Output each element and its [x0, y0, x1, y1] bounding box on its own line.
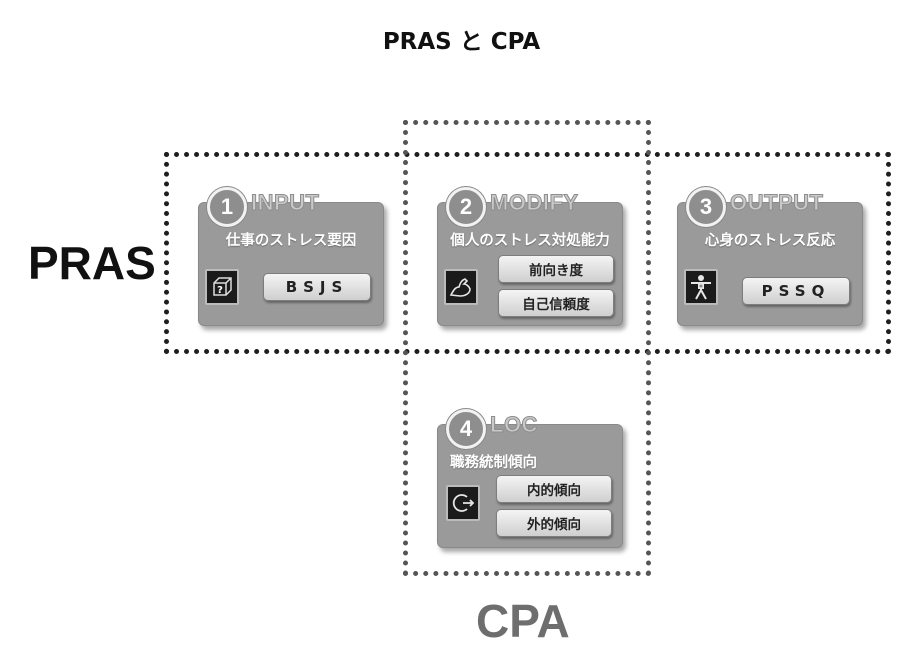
card-heading: INPUT [251, 190, 320, 216]
card-heading: MODIFY [490, 190, 579, 216]
human-body-icon [684, 269, 718, 305]
self-confidence-button[interactable]: 自己信頼度 [498, 289, 614, 317]
step-number: 1 [207, 187, 247, 227]
svg-text:?: ? [217, 285, 223, 296]
card-title: 職務統制傾向 [450, 455, 537, 471]
pssq-button[interactable]: PSSQ [742, 277, 850, 305]
cpa-frame [403, 120, 651, 576]
positivity-button[interactable]: 前向き度 [498, 255, 614, 283]
internal-tendency-button[interactable]: 内的傾向 [496, 475, 612, 503]
card-heading: OUTPUT [729, 190, 824, 216]
question-box-icon: ? [205, 269, 239, 305]
flexed-arm-icon [444, 269, 478, 305]
card-output: 3 OUTPUT 心身のストレス反応 PSSQ [677, 187, 863, 326]
card-heading: LOC [490, 412, 538, 438]
card-loc: 4 LOC 職務統制傾向 内的傾向 外的傾向 [437, 409, 623, 548]
diagram-title: PRAS と CPA [382, 29, 541, 55]
step-number: 4 [446, 409, 486, 449]
cpa-label: CPA [476, 595, 570, 647]
pras-label: PRAS [28, 237, 156, 289]
card-input: 1 INPUT 仕事のストレス要因 ? BSJS [198, 187, 384, 326]
circle-arrow-icon [446, 485, 480, 521]
card-modify: 2 MODIFY 個人のストレス対処能力 前向き度 自己信頼度 [437, 187, 623, 326]
external-tendency-button[interactable]: 外的傾向 [496, 509, 612, 537]
step-number: 3 [686, 187, 726, 227]
pras-frame [164, 152, 891, 354]
card-title: 仕事のストレス要因 [225, 233, 357, 249]
card-title: 心身のストレス反応 [704, 233, 836, 249]
card-title: 個人のストレス対処能力 [450, 233, 610, 249]
bsjs-button[interactable]: BSJS [263, 273, 371, 301]
step-number: 2 [446, 187, 486, 227]
